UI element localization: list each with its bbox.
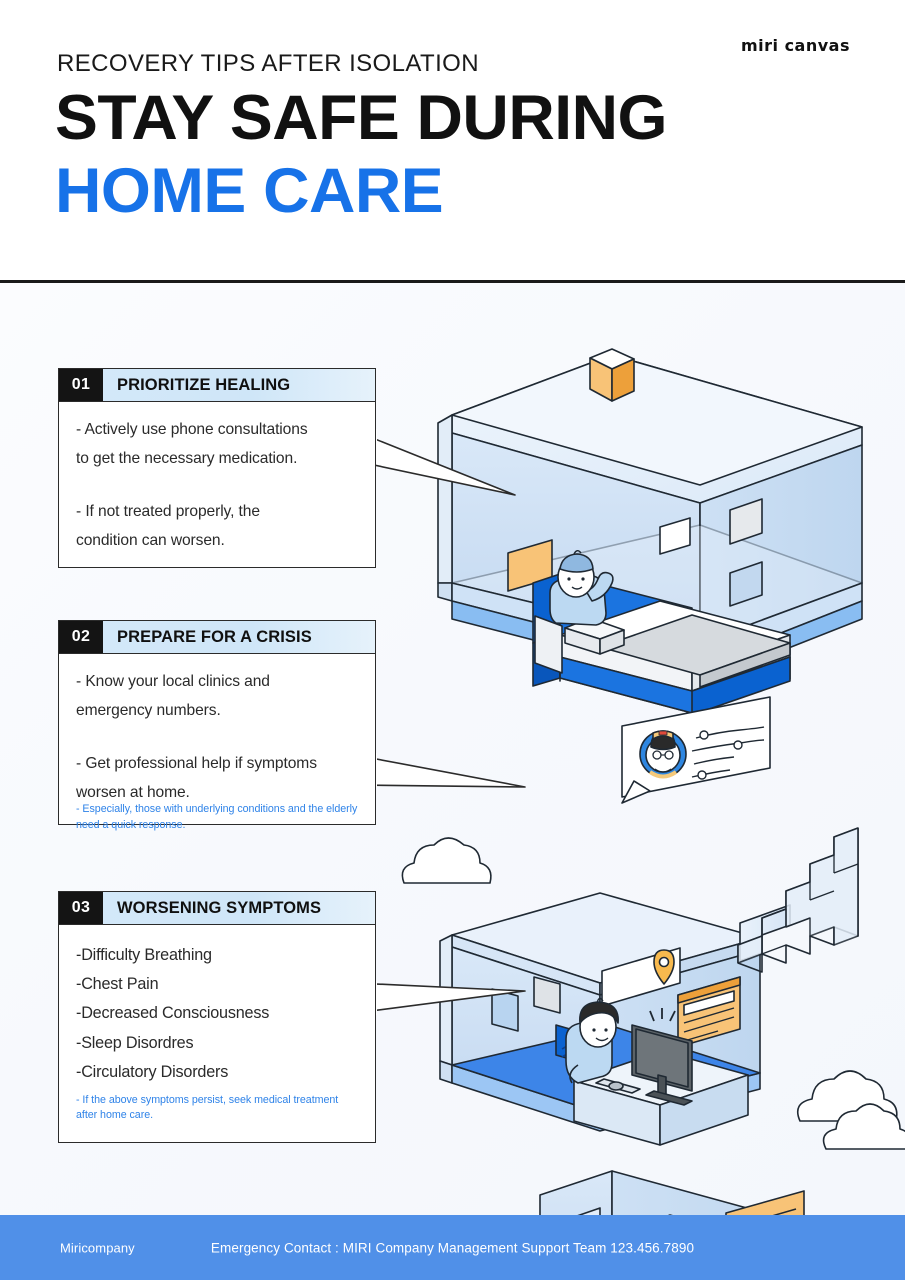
card-2-spacer (76, 722, 359, 752)
card-header-1: 01 PRIORITIZE HEALING (59, 369, 375, 402)
tip-card-2[interactable]: 02 PREPARE FOR A CRISIS - Know your loca… (58, 620, 376, 831)
header-kicker: RECOVERY TIPS AFTER ISOLATION (57, 50, 479, 77)
card-1-spacer (76, 470, 359, 500)
bed (532, 573, 791, 716)
content-stage: 01 PRIORITIZE HEALING - Actively use pho… (0, 283, 905, 1215)
card-1-line-1: - Actively use phone consultations (76, 421, 308, 438)
symptom-item-5: -Circulatory Disorders (76, 1062, 229, 1081)
card-body-1: - Actively use phone consultations to ge… (59, 402, 375, 566)
card-1-line-2: to get the necessary medication. (76, 450, 298, 468)
card-title-1: PRIORITIZE HEALING (103, 369, 375, 401)
card-2-line-1: - Know your local clinics and (76, 673, 270, 690)
card-2-note: - Especially, those with underlying cond… (76, 803, 358, 831)
symptom-item-3: -Decreased Consciousness (76, 1004, 270, 1023)
page-title-line-2: HOME CARE (55, 156, 444, 226)
tip-card-1[interactable]: 01 PRIORITIZE HEALING - Actively use pho… (58, 368, 376, 568)
card-2-line-4: worsen at home. (76, 784, 190, 802)
card-1-line-3: - If not treated properly, the (76, 503, 260, 521)
map-pin-icon (653, 949, 675, 985)
worker-figure (565, 997, 619, 1084)
cloud-top (401, 837, 492, 884)
card-number-3: 03 (59, 892, 103, 924)
card-number-1: 01 (59, 369, 103, 401)
patient-figure (549, 550, 614, 626)
telemedicine-bubble (621, 696, 771, 804)
poster-footer: Miricompany Emergency Contact : MIRI Com… (0, 1215, 905, 1280)
card-number-2: 02 (59, 621, 103, 653)
card-title-2: PREPARE FOR A CRISIS (103, 621, 375, 653)
footer-company-name: Miricompany (60, 1240, 135, 1255)
page-title-line-1: STAY SAFE DURING (55, 83, 667, 153)
floor-office (439, 827, 905, 1150)
symptom-item-4: -Sleep Disordres (76, 1033, 194, 1052)
poster-header: miri canvas RECOVERY TIPS AFTER ISOLATIO… (0, 0, 905, 282)
card-header-3: 03 WORSENING SYMPTOMS (59, 892, 375, 925)
card-header-2: 02 PREPARE FOR A CRISIS (59, 621, 375, 654)
brand-logo: miri canvas (740, 36, 850, 55)
floor-bedroom (401, 348, 863, 884)
card-1-line-4: condition can worsen. (76, 532, 225, 550)
roof-box (589, 348, 635, 402)
leader-tail-3 (354, 981, 526, 1015)
card-2-line-3: - Get professional help if symptoms (76, 755, 317, 773)
symptom-item-2: -Chest Pain (76, 975, 159, 994)
card-2-line-2: emergency numbers. (76, 702, 221, 720)
cloud-middle (796, 1070, 905, 1150)
leader-tail-1 (354, 429, 516, 496)
report-bubble-orange (725, 1190, 805, 1215)
card-body-3: -Difficulty Breathing -Chest Pain -Decre… (59, 925, 375, 1137)
house-illustration (401, 348, 905, 1215)
staircase-lower (577, 1207, 601, 1215)
card-3-note: - If the above symptoms persist, seek me… (76, 1094, 339, 1122)
leader-tail-2 (354, 753, 526, 788)
floor-clinic (539, 1170, 805, 1215)
header-divider (0, 280, 905, 283)
symptom-item-1: -Difficulty Breathing (76, 946, 212, 964)
footer-emergency-contact: Emergency Contact : MIRI Company Managem… (210, 1240, 695, 1255)
card-title-3: WORSENING SYMPTOMS (103, 892, 375, 924)
tip-card-3[interactable]: 03 WORSENING SYMPTOMS -Difficulty Breath… (58, 891, 376, 1143)
card-body-2: - Know your local clinics and emergency … (59, 654, 375, 847)
staircase-upper (737, 827, 859, 973)
